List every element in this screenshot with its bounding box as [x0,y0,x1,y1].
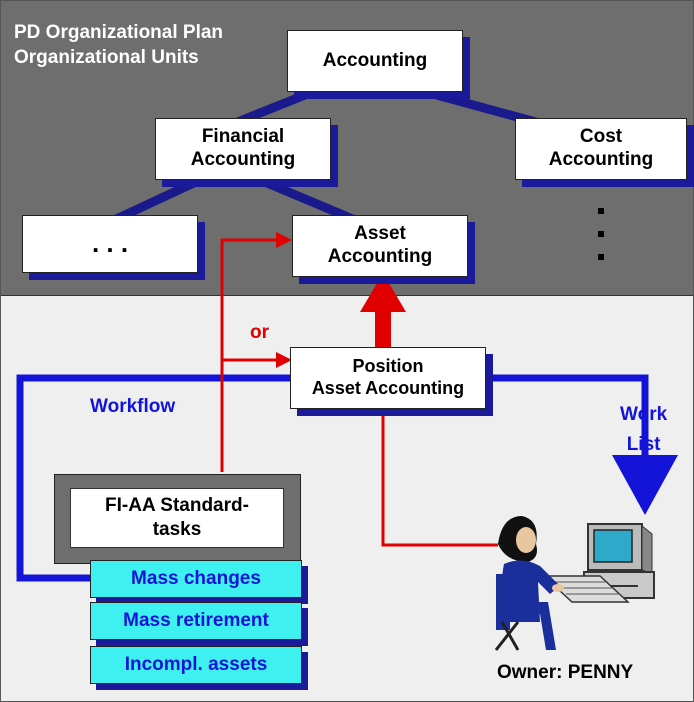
line-financial-asset [255,175,360,225]
task-incomplete-assets: Incompl. assets [90,646,302,684]
owner-label: Owner: PENNY [497,662,634,683]
title-line-1: PD Organizational Plan [14,22,224,43]
workflow-line [16,374,649,582]
thick-arrow-head [360,273,406,312]
or-label: or [250,322,269,343]
diagram-title: PD Organizational Plan Organizational Un… [14,20,223,70]
arrow-to-position [276,352,292,368]
standard-tasks-label: FI-AA Standard- tasks [70,488,284,548]
org-unit-financial-accounting: Financial Accounting [155,118,331,180]
work-list-arrowhead [612,455,678,515]
panel-divider [1,295,693,296]
user-at-computer-icon [494,516,655,651]
or-line-asset [220,238,280,472]
org-unit-accounting: Accounting [287,30,463,92]
org-unit-ellipsis: . . . [22,215,198,273]
more-units-ellipsis [598,208,606,277]
owner-line [381,395,498,547]
work-list-label: Work List [620,404,668,455]
title-line-2: Organizational Units [14,47,199,68]
task-mass-retirement: Mass retirement [90,602,302,640]
org-unit-cost-accounting: Cost Accounting [515,118,687,180]
org-unit-asset-accounting: Asset Accounting [292,215,468,277]
standard-tasks-text: FI-AA Standard- tasks [105,495,249,540]
position-asset-accounting: Position Asset Accounting [290,347,486,409]
arrow-to-asset [276,232,292,248]
task-mass-changes: Mass changes [90,560,302,598]
workflow-label: Workflow [90,396,176,417]
